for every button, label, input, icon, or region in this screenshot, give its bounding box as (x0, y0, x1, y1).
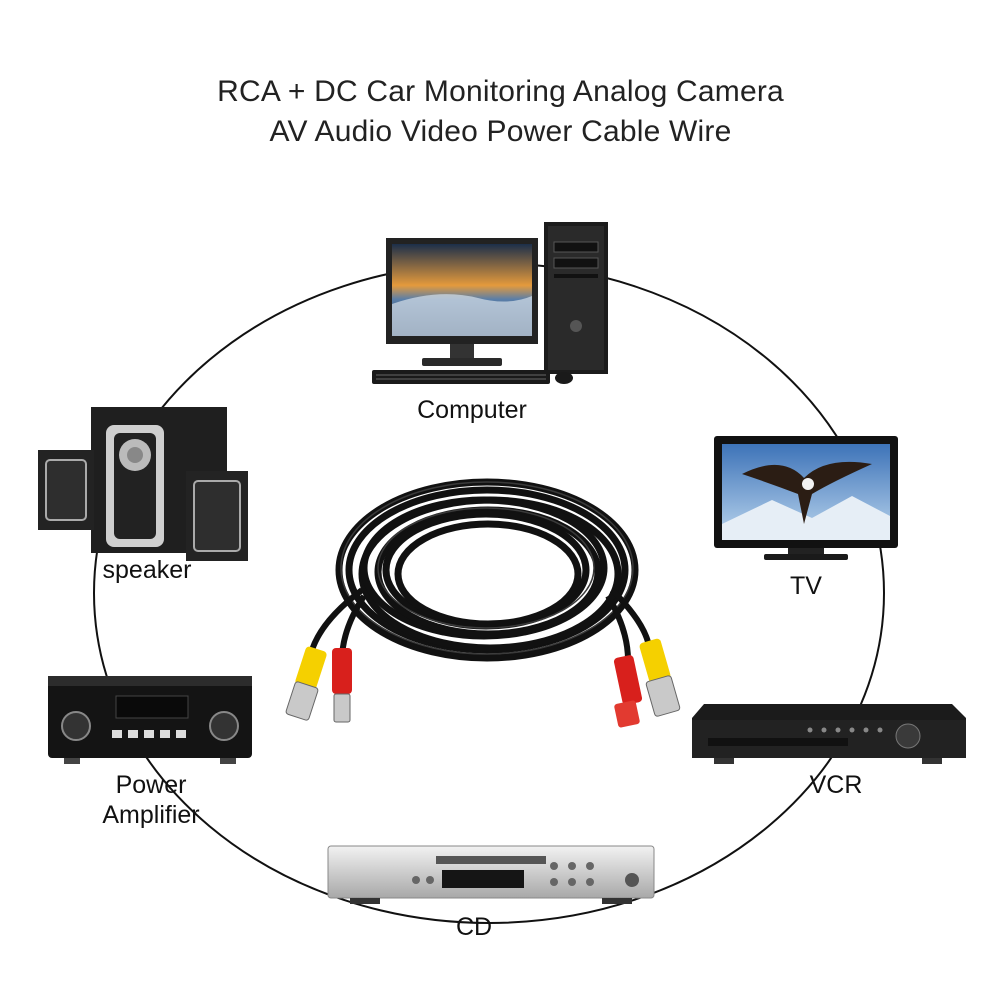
title-line-1: RCA + DC Car Monitoring Analog Camera (217, 75, 784, 108)
coiled-cable-icon (285, 478, 681, 728)
speaker-icon (38, 407, 248, 561)
amplifier-label: Power Amplifier (76, 770, 226, 830)
speaker-label: speaker (102, 556, 192, 584)
page-title: RCA + DC Car Monitoring Analog Camera AV… (0, 72, 1001, 152)
vcr-icon (692, 704, 966, 764)
tv-icon (714, 436, 898, 560)
vcr-label: VCR (809, 771, 863, 799)
computer-icon (372, 222, 608, 384)
amplifier-label-line2: Amplifier (102, 801, 200, 829)
tv-label: TV (790, 572, 822, 600)
cd-label: CD (455, 913, 493, 941)
amplifier-label-line1: Power (115, 771, 187, 799)
computer-label: Computer (417, 396, 527, 424)
title-line-2: AV Audio Video Power Cable Wire (269, 115, 732, 148)
amplifier-icon (48, 676, 252, 764)
cd-player-icon (327, 845, 655, 904)
